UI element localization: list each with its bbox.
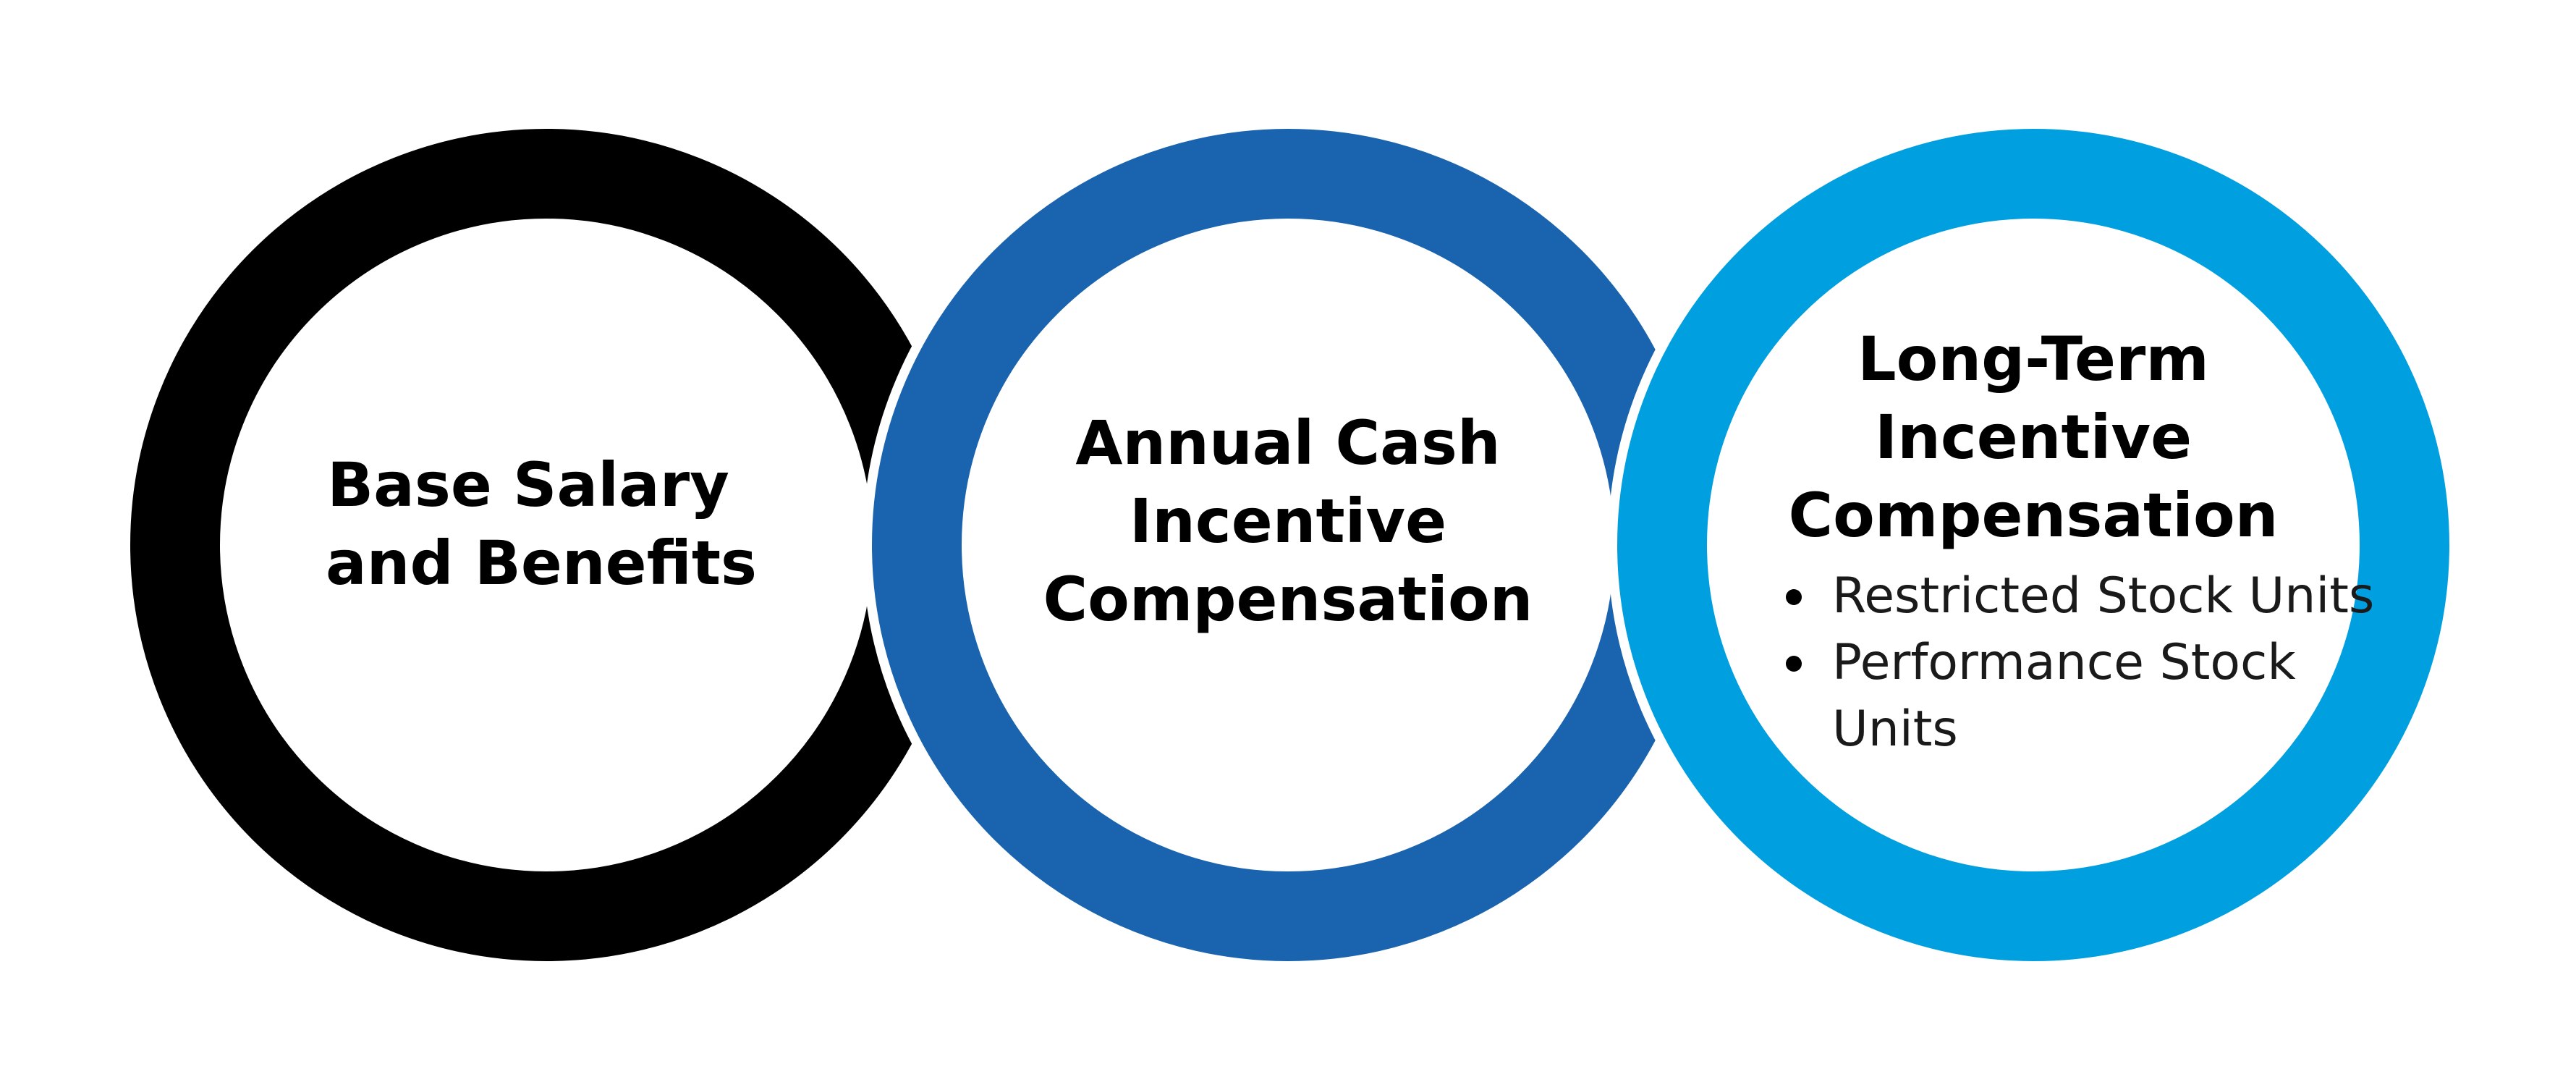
bullet-2-line-1: Performance Stock — [1832, 634, 2296, 691]
base-salary-label: Base Salary and Benefits — [326, 446, 758, 602]
long-term-label: Long-Term Incentive Compensation — [1787, 320, 2279, 554]
annual-cash-label: Annual Cash Incentive Compensation — [1042, 404, 1534, 638]
bullet-1-line-1: Restricted Stock Units — [1832, 567, 2375, 625]
bullet-restricted-stock-units: Restricted Stock Units — [1780, 563, 2381, 630]
long-term-bullet-list: Restricted Stock Units Performance Stock… — [1780, 563, 2381, 763]
long-term-line-3: Compensation — [1788, 480, 2279, 551]
base-salary-line-2: and Benefits — [326, 528, 758, 599]
annual-cash-line-3: Compensation — [1043, 564, 1533, 635]
bullet-2-line-2: Units — [1832, 701, 1958, 758]
bullet-performance-stock-units: Performance Stock Units — [1780, 630, 2381, 763]
annual-cash-line-1: Annual Cash — [1075, 407, 1501, 478]
annual-cash-line-2: Incentive — [1129, 486, 1447, 557]
base-salary-line-1: Base Salary — [327, 449, 729, 520]
long-term-line-2: Incentive — [1874, 402, 2192, 473]
ring-long-term — [1617, 129, 2449, 961]
long-term-line-1: Long-Term — [1857, 324, 2209, 394]
